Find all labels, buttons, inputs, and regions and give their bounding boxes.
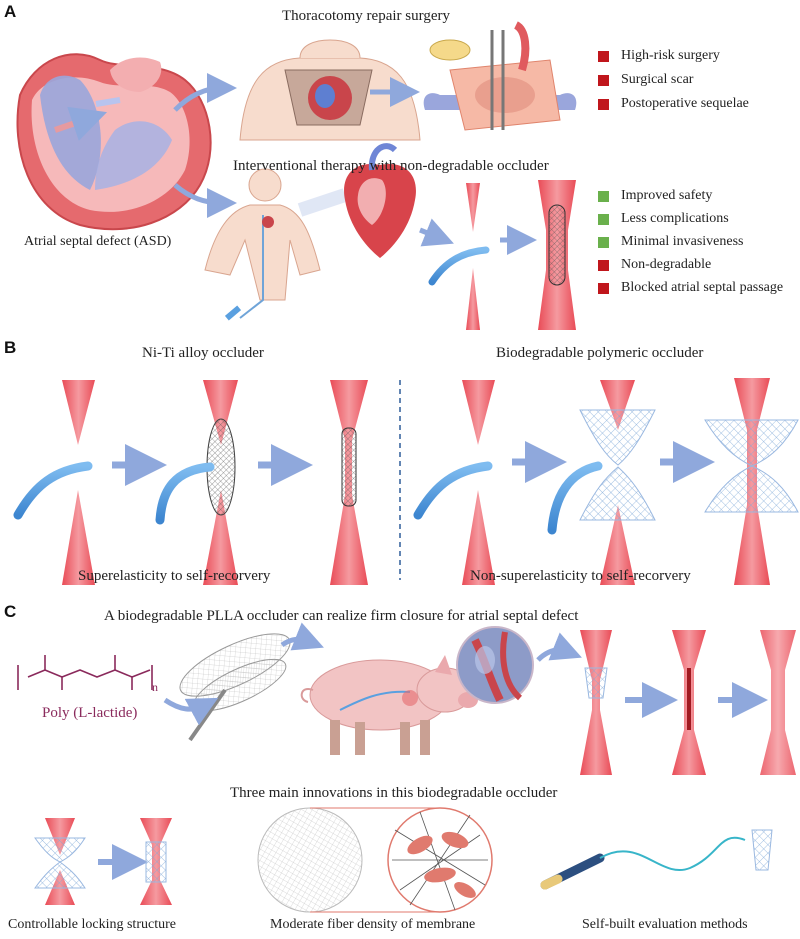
plla-structure-diagram [17, 655, 153, 690]
legend-text: Postoperative sequelae [621, 96, 749, 111]
plla-septum-step3 [760, 630, 796, 775]
legend-item: Postoperative sequelae [598, 96, 749, 112]
legend-item: Improved safety [598, 188, 712, 204]
innovations-title: Three main innovations in this biodegrad… [230, 785, 558, 801]
niti-step2-illustration [155, 380, 238, 585]
green-square-icon [598, 236, 609, 248]
plla-septum-step2 [672, 630, 706, 775]
arrow-to-interventional [173, 183, 237, 218]
red-square-icon [598, 98, 609, 110]
red-square-icon [598, 74, 609, 86]
biodegradable-step2-illustration [547, 380, 656, 585]
heart-zoom-circle [456, 626, 534, 704]
surgical-patch-illustration [423, 21, 577, 131]
asd-label: Atrial septal defect (ASD) [24, 234, 172, 249]
catheter-insertion-illustration [428, 183, 490, 330]
panel-letter-c: C [4, 602, 17, 621]
legend-item: Blocked atrial septal passage [598, 280, 783, 296]
red-square-icon [598, 259, 609, 271]
thoracotomy-torso-illustration [239, 39, 421, 141]
red-square-icon [598, 282, 609, 294]
legend-text: Improved safety [621, 188, 713, 203]
arrow-to-thoracotomy [173, 73, 237, 112]
niti-caption: Superelasticity to self-recorvery [78, 568, 271, 584]
niti-step1-illustration [13, 380, 95, 585]
legend-item: Non-degradable [598, 257, 711, 273]
innovation-2-label: Moderate fiber density of membrane [270, 917, 476, 932]
innovation-3-label: Self-built evaluation methods [582, 917, 748, 932]
arrow-plla-3 [536, 632, 582, 662]
red-square-icon [598, 50, 609, 62]
polymer-name: Poly (L-lactide) [42, 705, 138, 721]
biodegradable-step3-illustration [704, 378, 799, 585]
innovation-1-label: Controllable locking structure [8, 917, 176, 932]
innovation-locking-illustration [34, 818, 86, 905]
arrow-plla-2 [280, 622, 324, 651]
innovation-locked-illustration [140, 818, 172, 905]
plla-occluder-device [179, 633, 291, 742]
biodegradable-title: Biodegradable polymeric occluder [496, 345, 704, 361]
legend-item: Surgical scar [598, 72, 693, 88]
interventional-heart-illustration [344, 143, 416, 258]
niti-step3-illustration [330, 380, 368, 585]
interventional-title: Interventional therapy with non-degradab… [233, 158, 549, 174]
legend-text: High-risk surgery [621, 48, 720, 63]
interventional-body-illustration [204, 168, 321, 321]
legend-item: High-risk surgery [598, 48, 720, 64]
legend-text: Less complications [621, 211, 729, 226]
arrow-plla-1 [163, 697, 219, 726]
legend-text: Blocked atrial septal passage [621, 280, 784, 295]
legend-text: Non-degradable [621, 257, 712, 272]
asd-heart-illustration [16, 53, 212, 231]
arrow-interventional-1 [419, 218, 454, 247]
thoracotomy-title: Thoracotomy repair surgery [282, 8, 450, 24]
niti-title: Ni-Ti alloy occluder [142, 345, 264, 361]
biodegradable-caption: Non-superelasticity to self-recorvery [470, 568, 691, 584]
innovation-membrane-illustration [257, 807, 493, 913]
green-square-icon [598, 190, 609, 202]
legend-text: Surgical scar [621, 72, 694, 87]
legend-text: Minimal invasiveness [621, 234, 744, 249]
green-square-icon [598, 213, 609, 225]
panel-letter-b: B [4, 338, 17, 357]
panel-letter-a: A [4, 2, 17, 21]
legend-item: Less complications [598, 211, 729, 227]
panel-c-title: A biodegradable PLLA occluder can realiz… [104, 608, 579, 624]
biodegradable-step1-illustration [413, 380, 495, 585]
legend-item: Minimal invasiveness [598, 234, 744, 250]
innovation-evaluation-illustration [540, 829, 773, 890]
nonDegradable-occluder-illustration [538, 180, 576, 330]
pig-model-illustration [300, 655, 478, 755]
plla-septum-step1 [580, 630, 612, 775]
polymer-subscript: n [152, 680, 158, 694]
